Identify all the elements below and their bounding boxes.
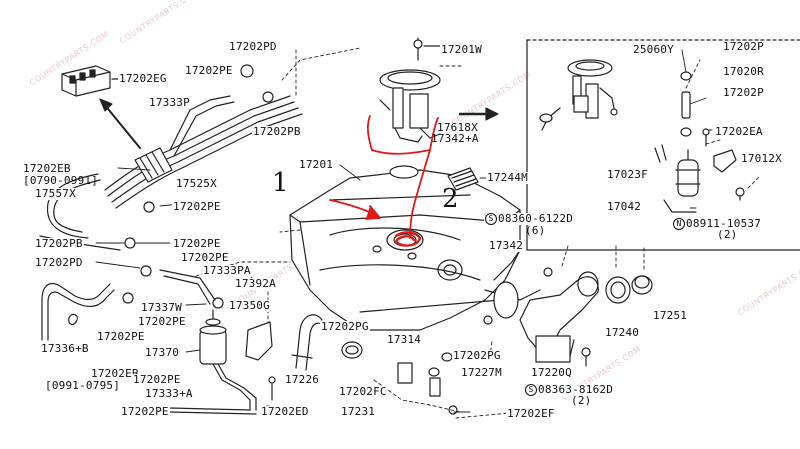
part-label: 17012X: [740, 152, 783, 165]
part-label: 17202PG: [320, 320, 370, 333]
part-label: 17333P: [148, 96, 191, 109]
red-stroke: [409, 149, 431, 239]
date-range-label: [0991-0795]: [45, 379, 121, 392]
fuel-pump-sender: [379, 69, 441, 143]
harness-clamp: [134, 147, 173, 183]
inset-pump-module: [539, 59, 618, 131]
part-label: 17020R: [722, 65, 765, 78]
part-label: 17618X: [437, 121, 478, 134]
quantity-label: (2): [571, 394, 592, 407]
part-label: 17202EB: [90, 367, 140, 380]
part-label: 17201: [298, 158, 335, 171]
part-label: 25060Y: [632, 43, 675, 56]
part-label: 17201W: [440, 43, 483, 56]
canister-17370: [199, 309, 227, 365]
arrow-to-connector: [103, 103, 141, 149]
part-label: 17244M: [486, 171, 529, 184]
part-number: 08911-10537: [686, 217, 762, 230]
gasket-17342: [493, 281, 519, 319]
screw-symbol: S: [525, 384, 537, 396]
part-label: 17333PA: [202, 264, 252, 277]
date-range-label: [0790-0991]: [23, 174, 99, 187]
part-label: 17023F: [606, 168, 649, 181]
bracket-17350G: [245, 321, 273, 361]
hose-left: [53, 179, 101, 233]
part-label: 17202EF: [506, 407, 556, 420]
red-stroke: [366, 115, 373, 151]
part-label: 17202PB: [34, 237, 84, 250]
part-label: 17231: [340, 405, 377, 418]
part-label: 17220Q: [530, 366, 573, 379]
part-label: 17370: [144, 346, 181, 359]
part-label: 17202PB: [252, 125, 302, 138]
part-label: 17202PE: [120, 405, 170, 418]
part-label: 17202EB: [22, 162, 72, 175]
red-annotations: [329, 115, 439, 247]
part-number: 08360-6122D: [498, 212, 574, 225]
part-label: 17202PE: [172, 200, 222, 213]
screw-symbol: S: [485, 213, 497, 225]
part-label: 17227M: [460, 366, 503, 379]
part-label: 17557X: [34, 187, 77, 200]
part-label: 17337W: [140, 301, 183, 314]
part-label: 17202PE: [180, 251, 230, 264]
quantity-label: (6): [525, 224, 546, 237]
part-label: 17342+A: [431, 132, 479, 145]
part-label: 17226: [284, 373, 321, 386]
part-label: 17251: [652, 309, 689, 322]
inset-frame: [526, 39, 800, 251]
part-label: 17202PD: [34, 256, 84, 269]
nut-symbol: N: [673, 218, 685, 230]
hose-17226: [295, 314, 323, 369]
part-label: 17202PE: [96, 330, 146, 343]
part-label: 17202PE: [137, 315, 187, 328]
part-label: 17240: [604, 326, 641, 339]
part-label: 17342: [488, 239, 525, 252]
part-label: 17202PE: [184, 64, 234, 77]
red-arrow-head: [365, 205, 381, 220]
part-label: 17202EA: [714, 125, 764, 138]
part-label: 17350G: [228, 299, 271, 312]
part-label: 17333+A: [144, 387, 194, 400]
red-scribble: [394, 231, 422, 247]
handwritten-number-1: 1: [272, 168, 289, 198]
part-label: 17314: [386, 333, 423, 346]
part-label: 17202PE: [172, 237, 222, 250]
part-label: 17202EG: [118, 72, 168, 85]
part-label: 17202FC: [338, 385, 388, 398]
fuel-tank-17201: [289, 169, 521, 331]
part-label: 17202ED: [260, 405, 310, 418]
part-label: 17202P: [722, 86, 765, 99]
quantity-label: (2): [717, 228, 738, 241]
part-label: 17525X: [175, 177, 218, 190]
part-label: 17202PG: [452, 349, 502, 362]
handwritten-number-2: 2: [442, 184, 459, 214]
part-label: 17392A: [234, 277, 277, 290]
part-label: 17042: [606, 200, 643, 213]
part-label: 17336+B: [40, 342, 90, 355]
part-label: 17202PE: [132, 373, 182, 386]
connector-block-17202EG: [61, 65, 111, 97]
hose-17336B: [41, 282, 111, 341]
part-number: 08363-8162D: [538, 383, 614, 396]
part-label: 17202P: [722, 40, 765, 53]
part-label: 17202PD: [228, 40, 278, 53]
filler-neck-17220Q: [519, 271, 599, 363]
